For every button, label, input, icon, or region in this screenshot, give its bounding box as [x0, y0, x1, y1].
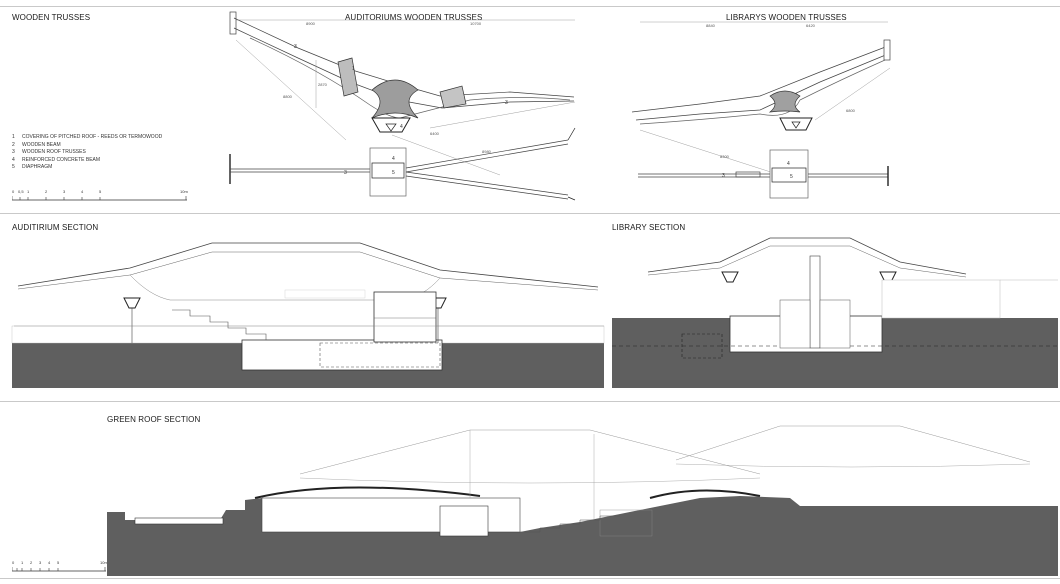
- scale-label: 0,5: [18, 189, 24, 194]
- svg-text:3: 3: [344, 170, 347, 176]
- scale-label: 10m: [180, 189, 188, 194]
- title-auditorium-section: AUDITIRIUM SECTION: [12, 223, 99, 232]
- scale-label: 1: [21, 560, 24, 565]
- scale-label: 2: [45, 189, 48, 194]
- library-section: [612, 237, 1058, 388]
- scale-bar-bottom: 0 1 2 3 4 5 10m: [12, 560, 108, 575]
- svg-text:3: 3: [505, 100, 508, 106]
- dim-label: 8800: [283, 94, 293, 99]
- svg-text:3: 3: [294, 44, 297, 50]
- bottom-border: [0, 578, 1060, 579]
- dim-label: 8900: [306, 21, 316, 26]
- green-roof-section: [107, 425, 1058, 576]
- auditorium-truss-dims: 8900 10700 8800 6400 2870 8980: [283, 21, 492, 154]
- dim-label: 8300: [720, 154, 730, 159]
- dim-label: 2870: [318, 82, 328, 87]
- auditorium-section: [11, 242, 605, 388]
- scale-bar-top: 0 0,5 1 2 3 4 5 10m: [12, 189, 188, 204]
- svg-text:3: 3: [722, 173, 725, 179]
- scale-label: 3: [63, 189, 66, 194]
- dim-label: 10700: [470, 21, 482, 26]
- scale-label: 1: [27, 189, 30, 194]
- plan-labels: 3 4 5: [344, 156, 395, 176]
- dim-label: 6420: [806, 23, 816, 28]
- title-wooden-trusses: WOODEN TRUSSES: [12, 13, 91, 22]
- dim-label: 6400: [430, 131, 440, 136]
- svg-text:4: 4: [392, 156, 395, 162]
- svg-text:4: 4: [400, 124, 403, 130]
- title-library-section: LIBRARY SECTION: [612, 223, 686, 232]
- scale-label: 4: [81, 189, 84, 194]
- separator-upper: [0, 213, 1060, 214]
- auditorium-truss-elevation: [229, 11, 576, 176]
- scale-label: 5: [57, 560, 60, 565]
- dim-label: 6800: [846, 108, 856, 113]
- title-library-trusses: LIBRARYS WOODEN TRUSSES: [726, 13, 847, 22]
- truss-member-labels: 3 1 3 4: [294, 44, 508, 130]
- scale-label: 3: [39, 560, 42, 565]
- top-border: [0, 6, 1060, 7]
- dim-label: 8980: [482, 149, 492, 154]
- title-auditorium-trusses: AUDITORIUMS WOODEN TRUSSES: [345, 13, 483, 22]
- scale-label: 5: [99, 189, 102, 194]
- dim-label: 8840: [706, 23, 716, 28]
- title-green-roof-section: GREEN ROOF SECTION: [107, 415, 201, 424]
- library-truss-plan: [638, 149, 889, 199]
- svg-text:5: 5: [790, 174, 793, 180]
- auditorium-truss-plan: [229, 127, 576, 201]
- separator-lower: [0, 401, 1060, 402]
- library-truss-dims: 8840 6420 8300 6800: [706, 23, 856, 159]
- library-plan-labels: 3 4 5: [722, 161, 793, 180]
- scale-label: 0: [12, 189, 15, 194]
- library-truss-elevation: [631, 21, 891, 176]
- scale-label: 4: [48, 560, 51, 565]
- scale-label: 10m: [100, 560, 108, 565]
- svg-text:1: 1: [352, 66, 355, 72]
- svg-text:5: 5: [392, 170, 395, 176]
- scale-label: 0: [12, 560, 15, 565]
- scale-label: 2: [30, 560, 33, 565]
- svg-text:4: 4: [787, 161, 790, 167]
